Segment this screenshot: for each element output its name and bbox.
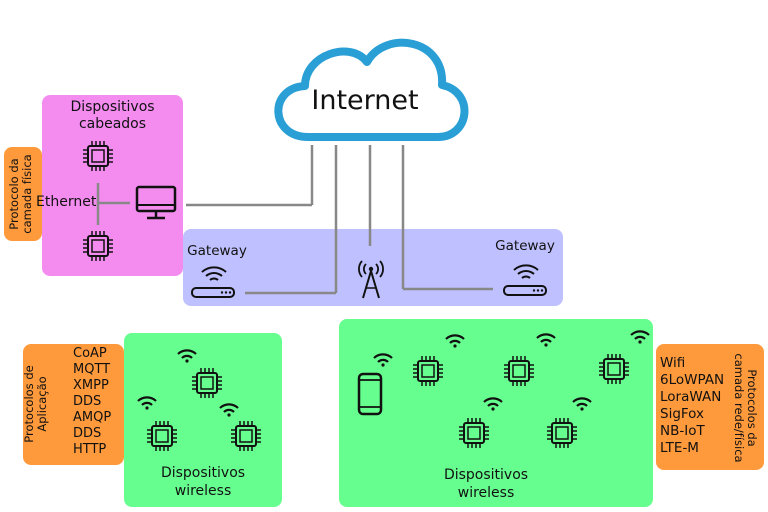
protocol-item: NB-IoT [660, 423, 705, 439]
protocol-item: AMQP [73, 410, 112, 425]
chip-icon [599, 354, 629, 384]
wireless-left-panel [124, 333, 282, 507]
protocol-item: 6LoWPAN [660, 372, 725, 388]
wired-title-line1: Dispositivos [70, 99, 155, 115]
cloud-label: Internet [311, 85, 419, 116]
wireless-right-panel [339, 319, 653, 507]
physical-protocol-label: Protocolo da camada física [7, 154, 34, 234]
chip-icon [547, 418, 577, 448]
ethernet-label: Ethernet [36, 194, 97, 210]
net-protocols-title: Protocolos da camada rede/física [732, 353, 759, 463]
cloud-icon [274, 38, 469, 141]
antenna-tower-icon [358, 260, 384, 299]
smartphone-icon [357, 372, 383, 416]
app-protocols-title: Protocolos de Aplicação [22, 365, 49, 443]
wifi-icon [219, 403, 239, 417]
protocol-item: DDS [73, 394, 102, 409]
chip-icon [192, 368, 222, 398]
chip-icon [83, 141, 113, 171]
app-protocols-list: CoAP MQTT XMPP DDS AMQP DDS HTTP [73, 346, 111, 458]
protocol-item: MQTT [73, 362, 111, 377]
wifi-icon [572, 397, 592, 411]
gateway-left-label: Gateway [187, 243, 247, 259]
app-protocols-box [23, 344, 124, 465]
protocol-item: Wifi [660, 355, 686, 371]
wifi-icon [630, 330, 650, 344]
wired-title-line2: cabeados [78, 116, 147, 132]
wifi-icon [177, 349, 197, 363]
wired-devices-panel [42, 95, 183, 276]
protocol-item: LoraWAN [660, 389, 722, 405]
chip-icon [147, 421, 177, 451]
chip-icon [83, 231, 113, 261]
chip-icon [413, 356, 443, 386]
wifi-icon [483, 397, 503, 411]
protocol-item: CoAP [73, 346, 107, 361]
wireless-left-line1: Dispositivos [160, 465, 246, 481]
chip-icon [459, 418, 489, 448]
router-icon [503, 264, 547, 296]
gateway-right-label: Gateway [495, 238, 555, 254]
chip-icon [231, 421, 261, 451]
wifi-icon [536, 333, 556, 347]
wifi-icon [445, 334, 465, 348]
router-icon [191, 266, 235, 298]
wireless-right-line1: Dispositivos [443, 467, 529, 483]
net-protocols-list: Wifi 6LoWPAN LoraWAN SigFox NB-IoT LTE-M [660, 355, 724, 457]
wifi-icon [137, 396, 157, 410]
net-protocols-box [656, 344, 764, 470]
chip-icon [504, 356, 534, 386]
protocol-item: HTTP [73, 442, 107, 457]
physical-protocol-box [4, 147, 42, 241]
desktop-computer-icon [135, 185, 177, 220]
protocol-item: XMPP [73, 378, 109, 393]
wireless-left-line2: wireless [174, 483, 232, 499]
protocol-item: DDS [73, 426, 102, 441]
wireless-right-line2: wireless [457, 485, 515, 501]
protocol-item: SigFox [660, 406, 705, 422]
wifi-icon [373, 353, 393, 367]
protocol-item: LTE-M [660, 440, 699, 456]
